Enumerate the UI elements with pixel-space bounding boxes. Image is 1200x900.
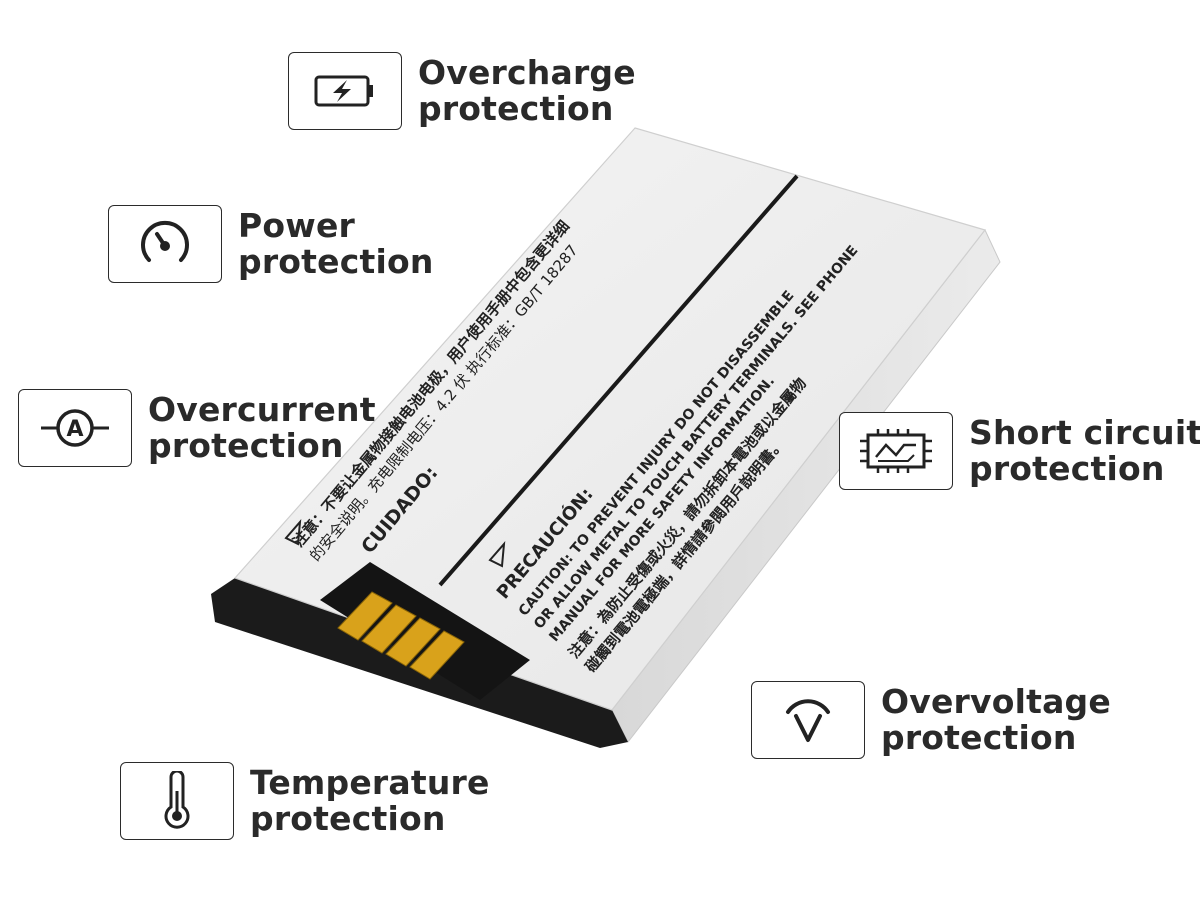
feature-title: Overcharge [418, 53, 636, 92]
battery-contacts [337, 591, 465, 680]
feature-subtitle: protection [148, 426, 344, 465]
thermometer-icon [164, 771, 190, 829]
feature-icon-box [120, 762, 234, 840]
feature-title: Overvoltage [881, 682, 1111, 721]
feature-label: Overcurrent protection [148, 392, 376, 464]
feature-label: Overvoltage protection [881, 684, 1111, 756]
feature-short-circuit: Short circuit protection [839, 412, 1200, 490]
feature-icon-box [108, 205, 222, 283]
feature-icon-box [839, 412, 953, 490]
feature-subtitle: protection [238, 242, 434, 281]
battery-face [233, 127, 987, 711]
feature-subtitle: protection [969, 449, 1165, 488]
circuit-board-icon [860, 429, 932, 473]
feature-label: Short circuit protection [969, 415, 1200, 487]
feature-title: Temperature [250, 763, 490, 802]
feature-subtitle: protection [418, 89, 614, 128]
feature-overcharge: Overcharge protection [288, 52, 636, 130]
ammeter-icon: A [41, 409, 109, 447]
feature-icon-box: A [18, 389, 132, 467]
feature-overvoltage: Overvoltage protection [751, 681, 1111, 759]
power-gauge-icon [141, 220, 189, 262]
feature-temperature: Temperature protection [120, 762, 490, 840]
warning-triangle-icon [488, 541, 506, 568]
label-divider [438, 174, 799, 587]
battery-charge-icon [314, 75, 373, 107]
feature-title: Overcurrent [148, 390, 376, 429]
feature-icon-box [288, 52, 402, 130]
feature-title: Power [238, 206, 355, 245]
feature-label: Power protection [238, 208, 434, 280]
feature-power: Power protection [108, 205, 434, 283]
feature-label: Temperature protection [250, 765, 490, 837]
feature-icon-box [751, 681, 865, 759]
feature-overcurrent: A Overcurrent protection [18, 389, 376, 467]
warning-triangle-icon [284, 519, 302, 546]
feature-label: Overcharge protection [418, 55, 636, 127]
svg-text:A: A [66, 417, 83, 442]
feature-title: Short circuit [969, 413, 1200, 452]
voltage-icon [786, 699, 830, 742]
feature-subtitle: protection [881, 718, 1077, 757]
feature-subtitle: protection [250, 799, 446, 838]
